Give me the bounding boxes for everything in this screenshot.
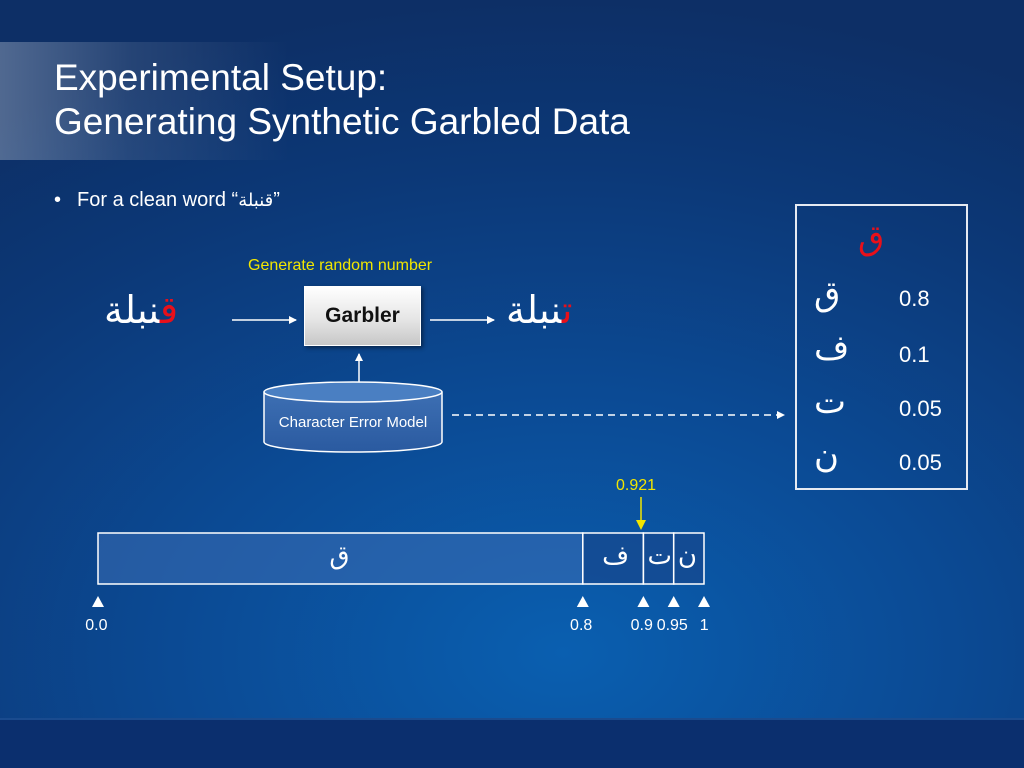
prob-row-2-char: ف (814, 328, 850, 368)
prob-row-4-value: 0.05 (899, 450, 942, 475)
garbler-box: Garbler (304, 286, 421, 346)
prob-row-2-value: 0.1 (899, 342, 930, 367)
character-error-model-cylinder (263, 381, 443, 453)
title-highlight-band (0, 42, 290, 160)
bullet-dot-icon: • (54, 189, 62, 211)
boundary-label-2: 0.8 (570, 617, 593, 634)
probability-table-header-char: ق (858, 218, 885, 258)
clean-word-rest: نبلة (104, 288, 160, 332)
garbled-word-first-letter: ت (561, 288, 573, 332)
bullet-item: • For a clean word “قنبلة” (54, 189, 280, 212)
boundary-marker-5 (698, 596, 710, 607)
garbled-word-rest: نبلة (506, 288, 562, 332)
generate-random-number-label: Generate random number (248, 257, 433, 274)
title-line-1: Experimental Setup: (54, 57, 388, 98)
boundary-label-4: 0.95 (656, 617, 688, 634)
boundary-marker-2 (576, 596, 589, 607)
character-error-model-label: Character Error Model (278, 414, 428, 431)
boundary-marker-3 (637, 596, 650, 607)
clean-word-first-letter: ق (159, 288, 179, 332)
prob-row-4-char: ن (814, 436, 839, 476)
boundary-label-1: 0.0 (85, 617, 108, 634)
garbled-word: تنبلة (506, 288, 572, 332)
interval-segment-1 (97, 532, 584, 585)
interval-segment-3 (642, 532, 675, 585)
prob-row-3-char: ت (814, 382, 847, 422)
prob-row-3-value: 0.05 (899, 396, 942, 421)
interval-segment-4 (672, 532, 705, 585)
interval-segment-2 (582, 532, 645, 585)
interval-segment-label-4: ن (677, 541, 697, 571)
slide-title: Experimental Setup: Generating Synthetic… (54, 56, 630, 144)
boundary-marker-1 (92, 596, 104, 607)
title-line-2: Generating Synthetic Garbled Data (54, 101, 630, 142)
prob-row-1-char: ق (814, 274, 841, 314)
probability-table (795, 204, 968, 490)
interval-bar (92, 532, 710, 607)
boundary-marker-4 (667, 596, 680, 607)
interval-segment-label-3: ت (647, 541, 673, 571)
interval-segment-label-2: ف (602, 541, 630, 571)
boundary-label-3: 0.9 (630, 617, 653, 634)
prob-row-1-value: 0.8 (899, 286, 930, 311)
interval-segment-label-1: ق (329, 541, 350, 571)
bullet-suffix: ” (273, 189, 280, 211)
bullet-clean-word: قنبلة (238, 190, 274, 211)
boundary-label-5: 1 (699, 617, 709, 634)
bullet-prefix: For a clean word “ (77, 189, 239, 211)
footer-strip (0, 718, 1024, 768)
random-number-value: 0.921 (616, 477, 657, 494)
clean-word: قنبلة (104, 288, 178, 332)
